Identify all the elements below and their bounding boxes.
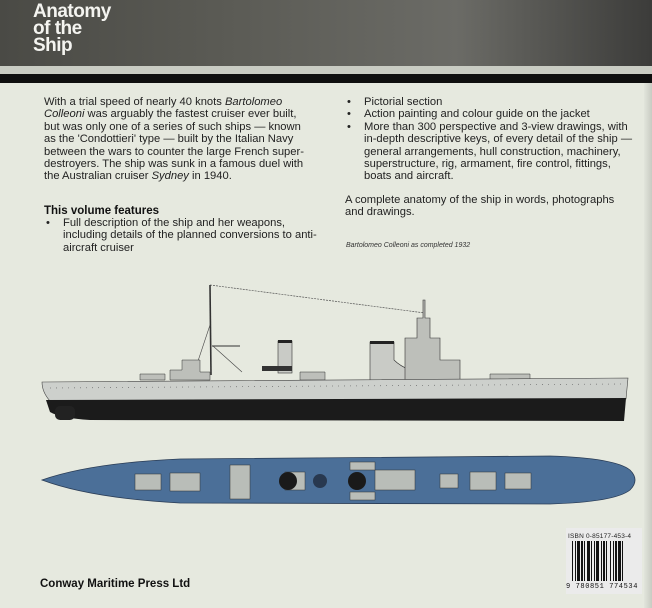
barcode-bar [594,541,595,581]
barcode-bar [577,541,580,581]
intro-text: With a trial speed of nearly 40 knots [44,96,225,108]
barcode-bar [601,541,602,581]
barcode-bar [618,541,621,581]
ship-profile-drawing [41,284,629,421]
barcode-bar [587,541,590,581]
series-title: Anatomy of the Ship [33,1,111,56]
intro-text: was arguably the fastest cruiser ever bu… [44,108,304,183]
intro-paragraph: With a trial speed of nearly 40 knots Ba… [44,96,309,183]
barcode-bar [613,541,614,581]
feature-item: Full description of the ship and her wea… [44,217,324,254]
barcode [572,541,623,581]
barcode-bar [591,541,592,581]
ship-plan-drawing [40,455,636,505]
barcode-bar [610,541,611,581]
barcode-bar [572,541,573,581]
features-list-right: Pictorial section Action painting and co… [345,96,637,183]
barcode-bar [581,541,583,581]
features-heading: This volume features [44,205,160,217]
isbn-number: ISBN 0-85177-453-4 [568,533,632,540]
cover-edge [644,83,652,608]
ship-name: Bartolomeo Colleoni [44,96,283,121]
barcode-bar [596,541,599,581]
barcode-bar [575,541,576,581]
ship-drawings [40,284,636,505]
barcode-bar [603,541,605,581]
series-title-line: Anatomy [33,1,111,22]
feature-item: Action painting and colour guide on the … [345,108,637,121]
barcode-bar [584,541,585,581]
summary-text: A complete anatomy of the ship in words,… [345,194,615,219]
series-title-line: of the [33,18,82,39]
barcode-bar [622,541,623,581]
intro-text: in 1940. [188,170,232,183]
cover-header-photo [0,0,652,66]
enemy-ship-name: Sydney [151,170,189,183]
series-title-line: Ship [33,35,73,56]
divider-light [0,66,652,74]
publisher-name: Conway Maritime Press Ltd [40,578,191,590]
feature-item: More than 300 perspective and 3-view dra… [345,121,637,183]
drawing-caption: Bartolomeo Colleoni as completed 1932 [346,242,471,249]
feature-item: Pictorial section [345,96,637,109]
barcode-bar [606,541,607,581]
features-list-left: Full description of the ship and her wea… [44,217,324,254]
divider-dark [0,74,652,83]
barcode-bar [615,541,617,581]
ean-number: 9 780851 774534 [566,583,639,591]
